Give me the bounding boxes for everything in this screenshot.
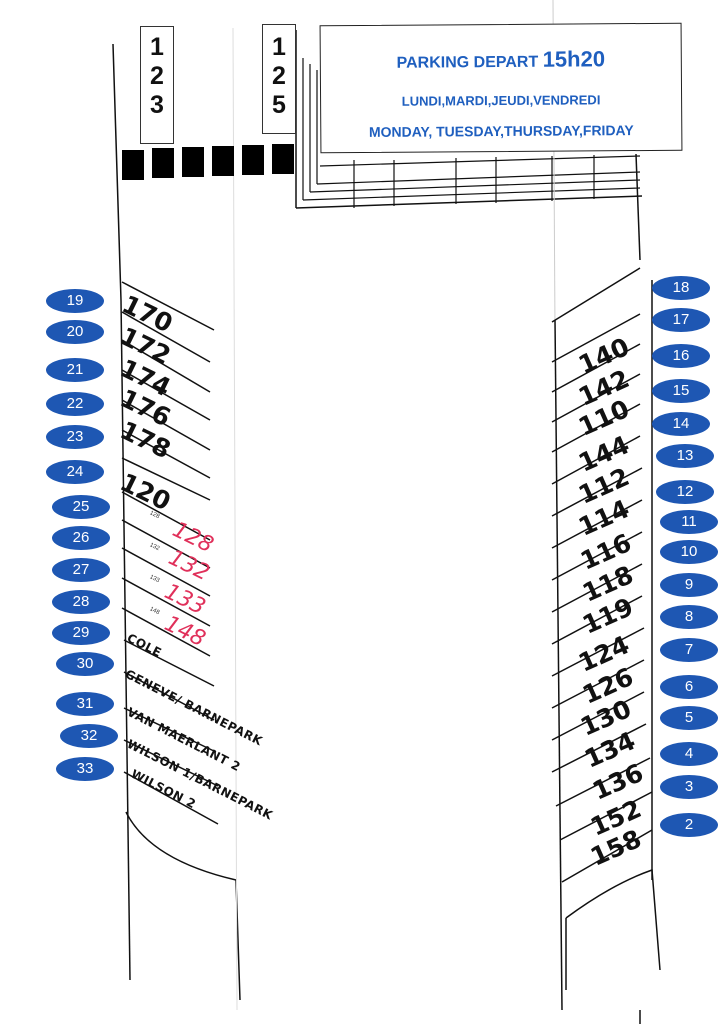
route-digit: 2 [272, 62, 286, 90]
bay-badge-23: 23 [46, 425, 104, 449]
info-title: PARKING DEPART [396, 53, 539, 72]
route-sign-125: 1 2 5 [262, 24, 296, 134]
bay-badge-21: 21 [46, 358, 104, 382]
bay-badge-11: 11 [660, 510, 718, 534]
bay-badge-10: 10 [660, 540, 718, 564]
left-wall-upper [112, 43, 122, 301]
departure-time: 15h20 [542, 46, 606, 72]
left-island-curve [125, 811, 241, 1001]
bay-badge-3: 3 [660, 775, 718, 799]
kerb-stripes [122, 144, 294, 180]
right-wall [554, 319, 563, 1011]
bay-badge-24: 24 [46, 460, 104, 484]
bay-badge-20: 20 [46, 320, 104, 344]
bay-badge-5: 5 [660, 706, 718, 730]
top-divider [232, 27, 238, 1011]
bay-badge-4: 4 [660, 742, 718, 766]
bay-badge-2: 2 [660, 813, 718, 837]
route-digit: 5 [272, 91, 286, 119]
bay-badge-33: 33 [56, 757, 114, 781]
bay-badge-19: 19 [46, 289, 104, 313]
bay-badge-25: 25 [52, 495, 110, 519]
info-title-line: PARKING DEPART 15h20 [321, 46, 681, 75]
bay-badge-28: 28 [52, 590, 110, 614]
bay-badge-17: 17 [652, 308, 710, 332]
right-island-curve [565, 868, 661, 971]
bay-badge-30: 30 [56, 652, 114, 676]
route-digit: 1 [272, 33, 286, 61]
route-digit: 1 [150, 33, 164, 61]
bay-badge-29: 29 [52, 621, 110, 645]
bay-badge-15: 15 [652, 379, 710, 403]
route-digit: 3 [150, 91, 164, 119]
bay-badge-13: 13 [656, 444, 714, 468]
bay-badge-18: 18 [652, 276, 710, 300]
bay-badge-27: 27 [52, 558, 110, 582]
bay-badge-14: 14 [652, 412, 710, 436]
bay-badge-16: 16 [652, 344, 710, 368]
bay-badge-8: 8 [660, 605, 718, 629]
bay-badge-7: 7 [660, 638, 718, 662]
bay-badge-26: 26 [52, 526, 110, 550]
bay-badge-22: 22 [46, 392, 104, 416]
left-bay-lines [121, 281, 219, 825]
bay-badge-31: 31 [56, 692, 114, 716]
bay-badge-9: 9 [660, 573, 718, 597]
route-digit: 2 [150, 62, 164, 90]
route-sign-123: 1 2 3 [140, 26, 174, 144]
departure-info-box: PARKING DEPART 15h20 LUNDI,MARDI,JEUDI,V… [319, 22, 683, 154]
bay-badge-6: 6 [660, 675, 718, 699]
bay-badge-32: 32 [60, 724, 118, 748]
days-english: MONDAY, TUESDAY,THURSDAY,FRIDAY [368, 122, 634, 140]
days-french: LUNDI,MARDI,JEUDI,VENDREDI [401, 92, 601, 109]
bay-badge-12: 12 [656, 480, 714, 504]
right-bay-lines [551, 267, 653, 883]
